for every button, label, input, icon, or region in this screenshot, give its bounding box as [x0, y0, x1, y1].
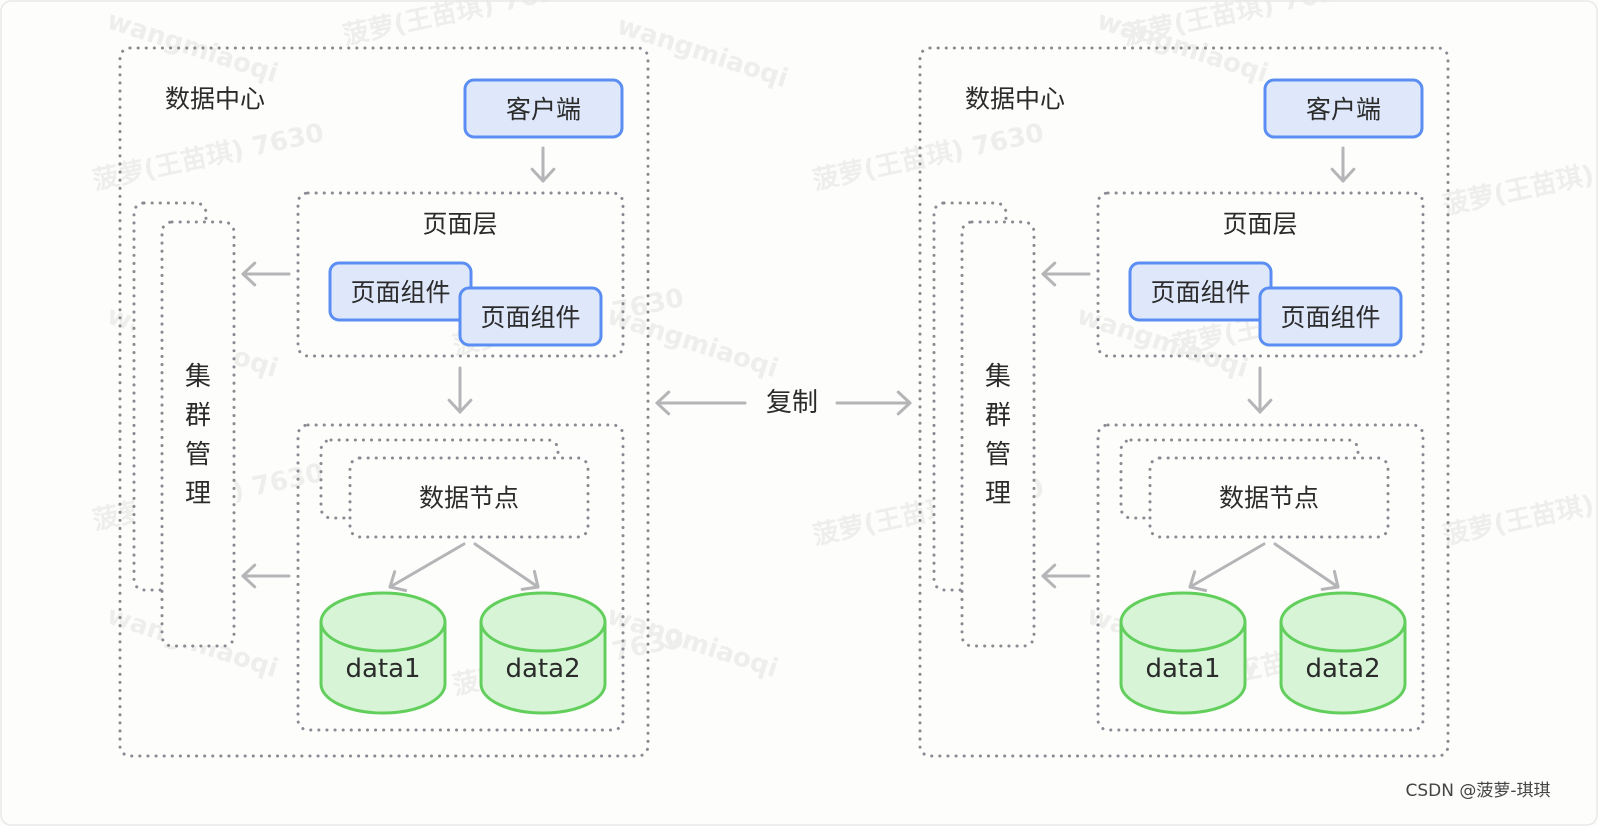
- box-shape: [463, 78, 624, 139]
- datacenter-border: [918, 46, 1450, 758]
- client-to-page-arrow: [530, 146, 556, 183]
- cluster-management-char: 群: [185, 401, 211, 431]
- cluster-management-char: 集: [185, 362, 211, 392]
- cluster-management-char: 管: [985, 440, 1011, 470]
- arrow-shaft: [1188, 542, 1266, 589]
- replicate-arrow-left: [655, 390, 747, 416]
- client-box-label: 客户端: [506, 95, 581, 124]
- arrow-head: [1320, 569, 1340, 591]
- page-layer-title: 页面层: [422, 210, 497, 239]
- box-shape: [1263, 78, 1424, 139]
- arrow-head: [655, 390, 671, 416]
- cluster-management-char: 理: [985, 479, 1011, 509]
- watermark-text: 菠萝(王苗琪) 7630: [1440, 143, 1598, 221]
- arrow-head: [1188, 570, 1208, 593]
- node-to-data2-arrow: [473, 542, 540, 591]
- arrow-head: [241, 563, 257, 589]
- footer-credit: CSDN @菠萝-琪琪: [1405, 781, 1550, 801]
- database-data1: data1: [1119, 591, 1247, 715]
- client-box: 客户端: [1263, 78, 1424, 139]
- page-component-1: 页面组件: [1128, 261, 1273, 322]
- data-layer-box: [296, 423, 625, 732]
- arrow-head: [1247, 398, 1273, 414]
- box-shape: [458, 286, 603, 347]
- database-data2: data2: [479, 591, 607, 715]
- page-component-1-label: 页面组件: [1150, 278, 1250, 307]
- arrow-head: [388, 570, 408, 593]
- data-node-box: [1148, 456, 1390, 539]
- replication-label: 复制: [766, 388, 818, 418]
- page-to-cluster-arrow: [1041, 261, 1091, 287]
- page-component-2: 页面组件: [1258, 286, 1403, 347]
- cluster-management-box: [960, 220, 1036, 648]
- data-node-label: 数据节点: [419, 484, 519, 513]
- database-data2-label: data2: [1305, 654, 1380, 684]
- cylinder-top: [1119, 591, 1247, 653]
- watermark-text: 菠萝(王苗琪) 7630: [1440, 473, 1598, 551]
- database-data2-label: data2: [505, 654, 580, 684]
- database-data1: data1: [319, 591, 447, 715]
- client-box: 客户端: [463, 78, 624, 139]
- page-component-1-label: 页面组件: [350, 278, 450, 307]
- cluster-management-char: 集: [985, 362, 1011, 392]
- page-component-2-label: 页面组件: [1280, 303, 1380, 332]
- datacenter-border: [118, 46, 650, 758]
- watermark-text: 菠萝(王苗琪) 7630: [1120, 0, 1356, 51]
- page-component-2: 页面组件: [458, 286, 603, 347]
- page-layer-title: 页面层: [1222, 210, 1297, 239]
- watermark-text: 菠萝(王苗琪) 7630: [90, 118, 326, 196]
- arrow-head: [1330, 167, 1356, 183]
- database-data1-label: data1: [345, 654, 420, 684]
- page-to-datanode-arrow: [447, 366, 473, 414]
- arrow-shaft: [388, 542, 466, 589]
- cluster-management-box: [160, 220, 236, 648]
- cluster-management-char: 管: [185, 440, 211, 470]
- replicate-arrow-right: [835, 390, 912, 416]
- data-layer-box: [1096, 423, 1425, 732]
- data-node-label: 数据节点: [1219, 484, 1319, 513]
- box-shape: [1258, 286, 1403, 347]
- datacenter-title: 数据中心: [965, 85, 1065, 114]
- datanode-to-cluster-arrow: [241, 563, 291, 589]
- client-box-label: 客户端: [1306, 95, 1381, 124]
- page-to-datanode-arrow: [1247, 366, 1273, 414]
- page-layer-box: [296, 191, 625, 358]
- cylinder-top: [1279, 591, 1407, 653]
- page-component-1: 页面组件: [328, 261, 473, 322]
- arrow-head: [1041, 563, 1057, 589]
- arrow-shaft: [473, 542, 540, 589]
- arrow-head: [241, 261, 257, 287]
- node-to-data2-arrow: [1273, 542, 1340, 591]
- cluster-management-char: 理: [185, 479, 211, 509]
- cluster-management-char: 群: [985, 401, 1011, 431]
- node-to-data1-arrow: [1188, 542, 1266, 593]
- page-layer-box: [1096, 191, 1425, 358]
- datacenter-title: 数据中心: [165, 85, 265, 114]
- database-data1-label: data1: [1145, 654, 1220, 684]
- client-to-page-arrow: [1330, 146, 1356, 183]
- cylinder-top: [479, 591, 607, 653]
- arrow-head: [447, 398, 473, 414]
- cylinder-top: [319, 591, 447, 653]
- datanode-to-cluster-arrow: [1041, 563, 1091, 589]
- arrow-head: [530, 167, 556, 183]
- arrow-head: [520, 569, 540, 591]
- database-data2: data2: [1279, 591, 1407, 715]
- arrow-shaft: [1273, 542, 1340, 589]
- data-node-box: [348, 456, 590, 539]
- arrow-head: [1041, 261, 1057, 287]
- node-to-data1-arrow: [388, 542, 466, 593]
- watermark-text: wangmiaoqi: [613, 11, 791, 94]
- page-component-2-label: 页面组件: [480, 303, 580, 332]
- watermark-text: 菠萝(王苗琪) 7630: [340, 0, 576, 51]
- arrow-head: [896, 390, 912, 416]
- page-to-cluster-arrow: [241, 261, 291, 287]
- watermark-text: 菠萝(王苗琪) 7630: [810, 118, 1046, 196]
